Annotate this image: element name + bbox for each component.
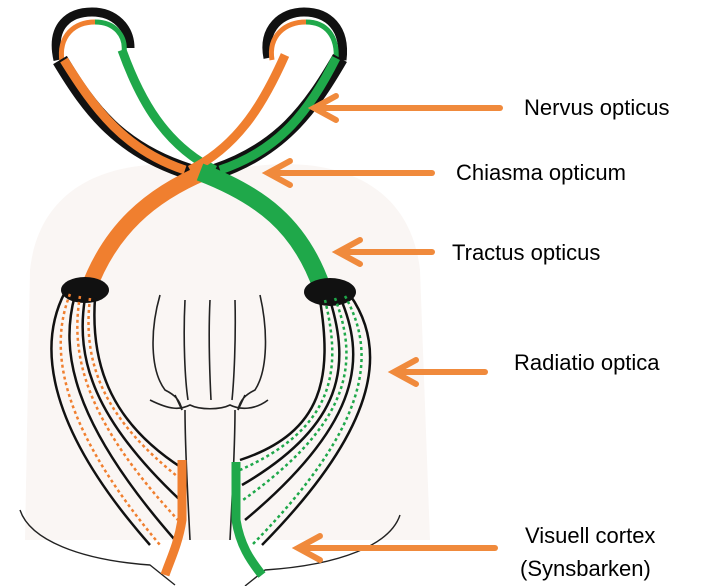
right-eye xyxy=(267,12,343,60)
arrow-radiatio-optica xyxy=(394,360,485,384)
label-visuell-cortex: Visuell cortex xyxy=(525,523,655,549)
label-radiatio-optica: Radiatio optica xyxy=(514,350,660,376)
label-synsbarken: (Synsbarken) xyxy=(520,556,651,582)
arrow-nervus-opticus xyxy=(314,96,500,120)
label-tractus-opticus: Tractus opticus xyxy=(452,240,600,266)
label-nervus-opticus: Nervus opticus xyxy=(524,95,670,121)
optic-nerves xyxy=(60,50,340,172)
label-chiasma-opticum: Chiasma opticum xyxy=(456,160,626,186)
